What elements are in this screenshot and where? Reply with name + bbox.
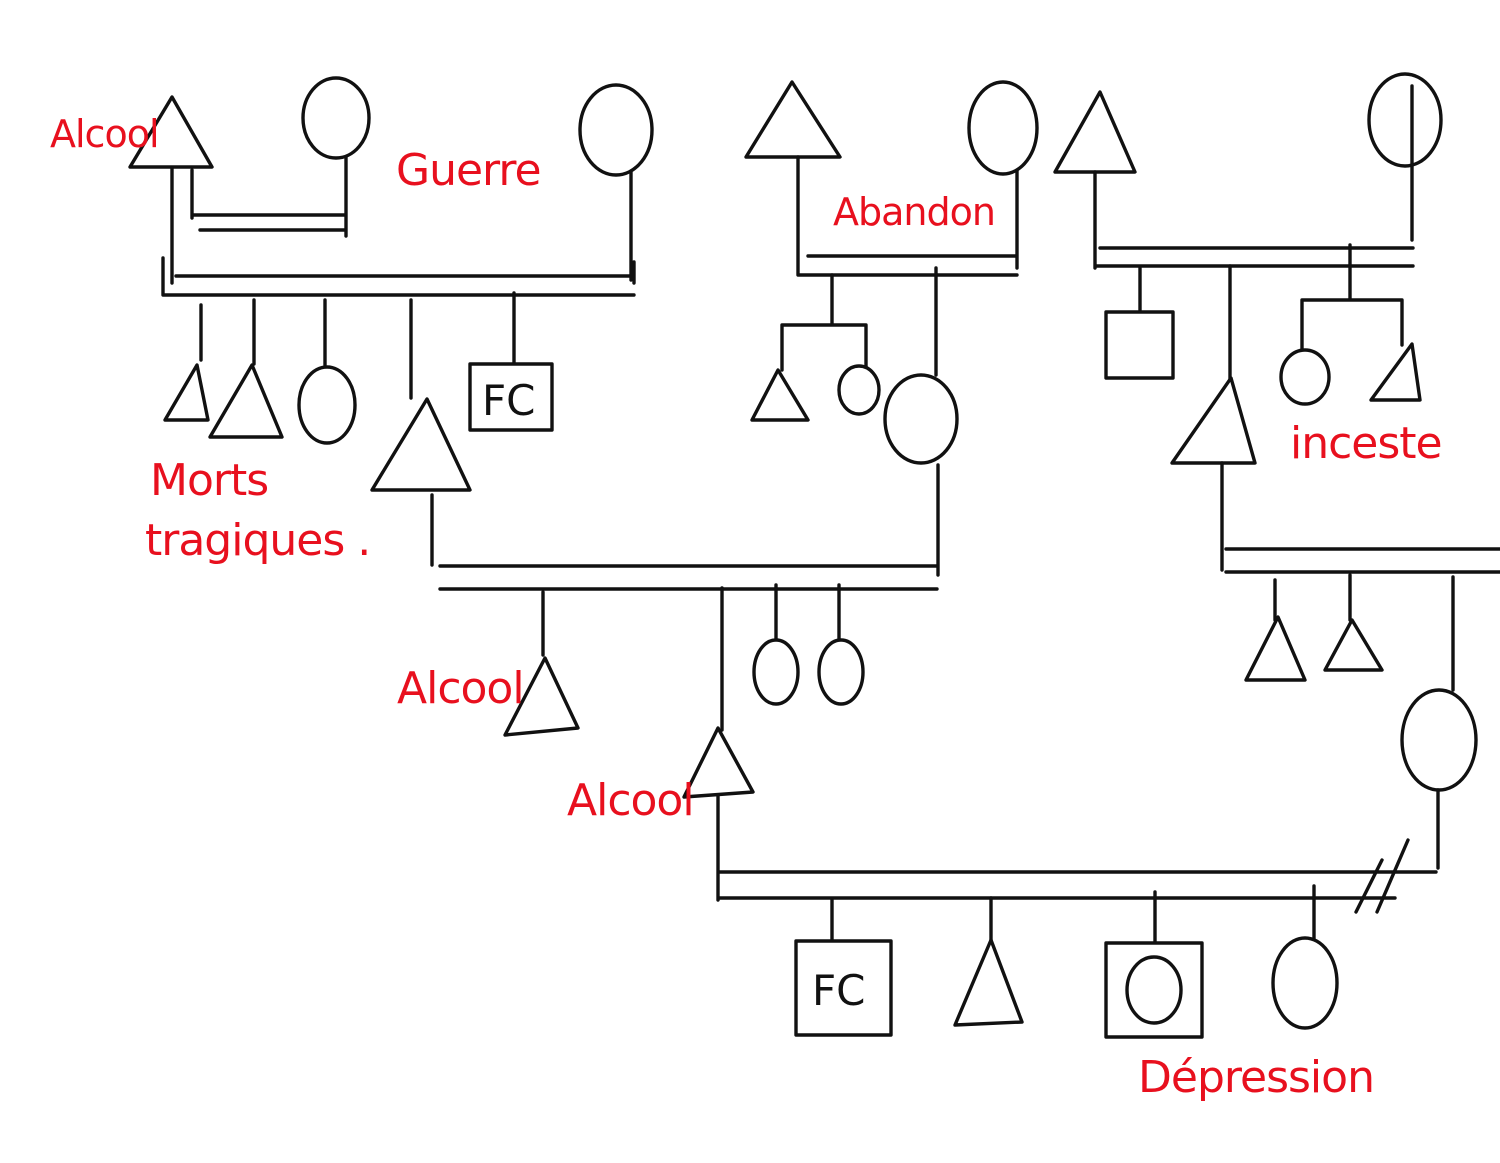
deceased-child-1-triangle [163,363,210,422]
maternal-uncle-2-triangle [1323,618,1384,672]
child-drops-grandparents [541,583,841,732]
fc-label-top: FC [482,376,535,425]
deceased-child-3-circle [297,365,357,445]
sister-circle [1271,936,1339,1030]
generation-1 [128,72,1443,177]
union-line-outer [161,170,636,297]
great-grandmother-1-circle [301,76,371,160]
child-drops-left [199,291,516,400]
morts-label-line1: Morts [150,455,268,506]
child-drops-right [1138,243,1404,382]
guerre-label: Guerre [396,145,541,196]
great-grandmother-2-circle [578,83,654,177]
annotations: Alcool Guerre Abandon Morts tragiques . … [50,112,1443,1103]
fc-label-bottom: FC [812,966,865,1015]
generation-4: FC [716,788,1440,1039]
fc-box-bottom [794,939,893,1037]
middle-child-circle [837,364,881,416]
alcool-middle-label: Alcool [397,663,524,714]
child-drops-parents [830,884,1316,946]
morts-label-line2: tragiques . [145,515,370,566]
generation-3 [430,461,1500,799]
mother-circle [1400,688,1478,792]
right-child-circle [1279,348,1331,406]
fc-box-top [468,362,554,432]
child-triangle [953,938,1024,1027]
middle-child-triangle [750,368,810,422]
union-line-parents [716,788,1440,902]
father-triangle [682,726,755,799]
depression-label: Dépression [1138,1052,1374,1103]
union-line-inner [170,155,348,285]
alcool-lower-label: Alcool [567,775,694,826]
great-grandfather-2-triangle [744,80,842,159]
alcool-top-label: Alcool [50,112,159,156]
right-child-square [1104,310,1175,380]
grandfather-triangle [370,397,472,492]
union-line-right-grandparents [1220,461,1500,574]
union-line-right [1093,84,1415,270]
couple-links-generation-1 [161,84,1415,297]
deceased-child-2-triangle [208,363,284,439]
uncle-triangle [503,656,580,737]
maternal-uncle-1-triangle [1244,615,1307,682]
maternal-grandfather-triangle [1170,376,1257,465]
child-drops-middle [780,266,938,377]
inceste-label: inceste [1290,418,1442,469]
great-grandfather-3-triangle [1053,90,1137,174]
great-grandmother-4-circle [1367,72,1443,168]
union-line-grandparents [430,463,940,591]
aunt-2-circle [817,638,865,706]
union-line-abandon [796,155,1019,277]
aunt-1-circle [752,638,800,706]
generation-2: FC [163,243,1422,492]
child-drops-right-grandparents [1273,573,1455,692]
right-child-triangle [1369,342,1422,402]
divorce-marks [1354,838,1410,914]
index-person-circle [1125,955,1183,1025]
abandon-label: Abandon [833,190,995,234]
grandmother-circle [883,373,959,465]
great-grandmother-3-circle [967,80,1039,176]
